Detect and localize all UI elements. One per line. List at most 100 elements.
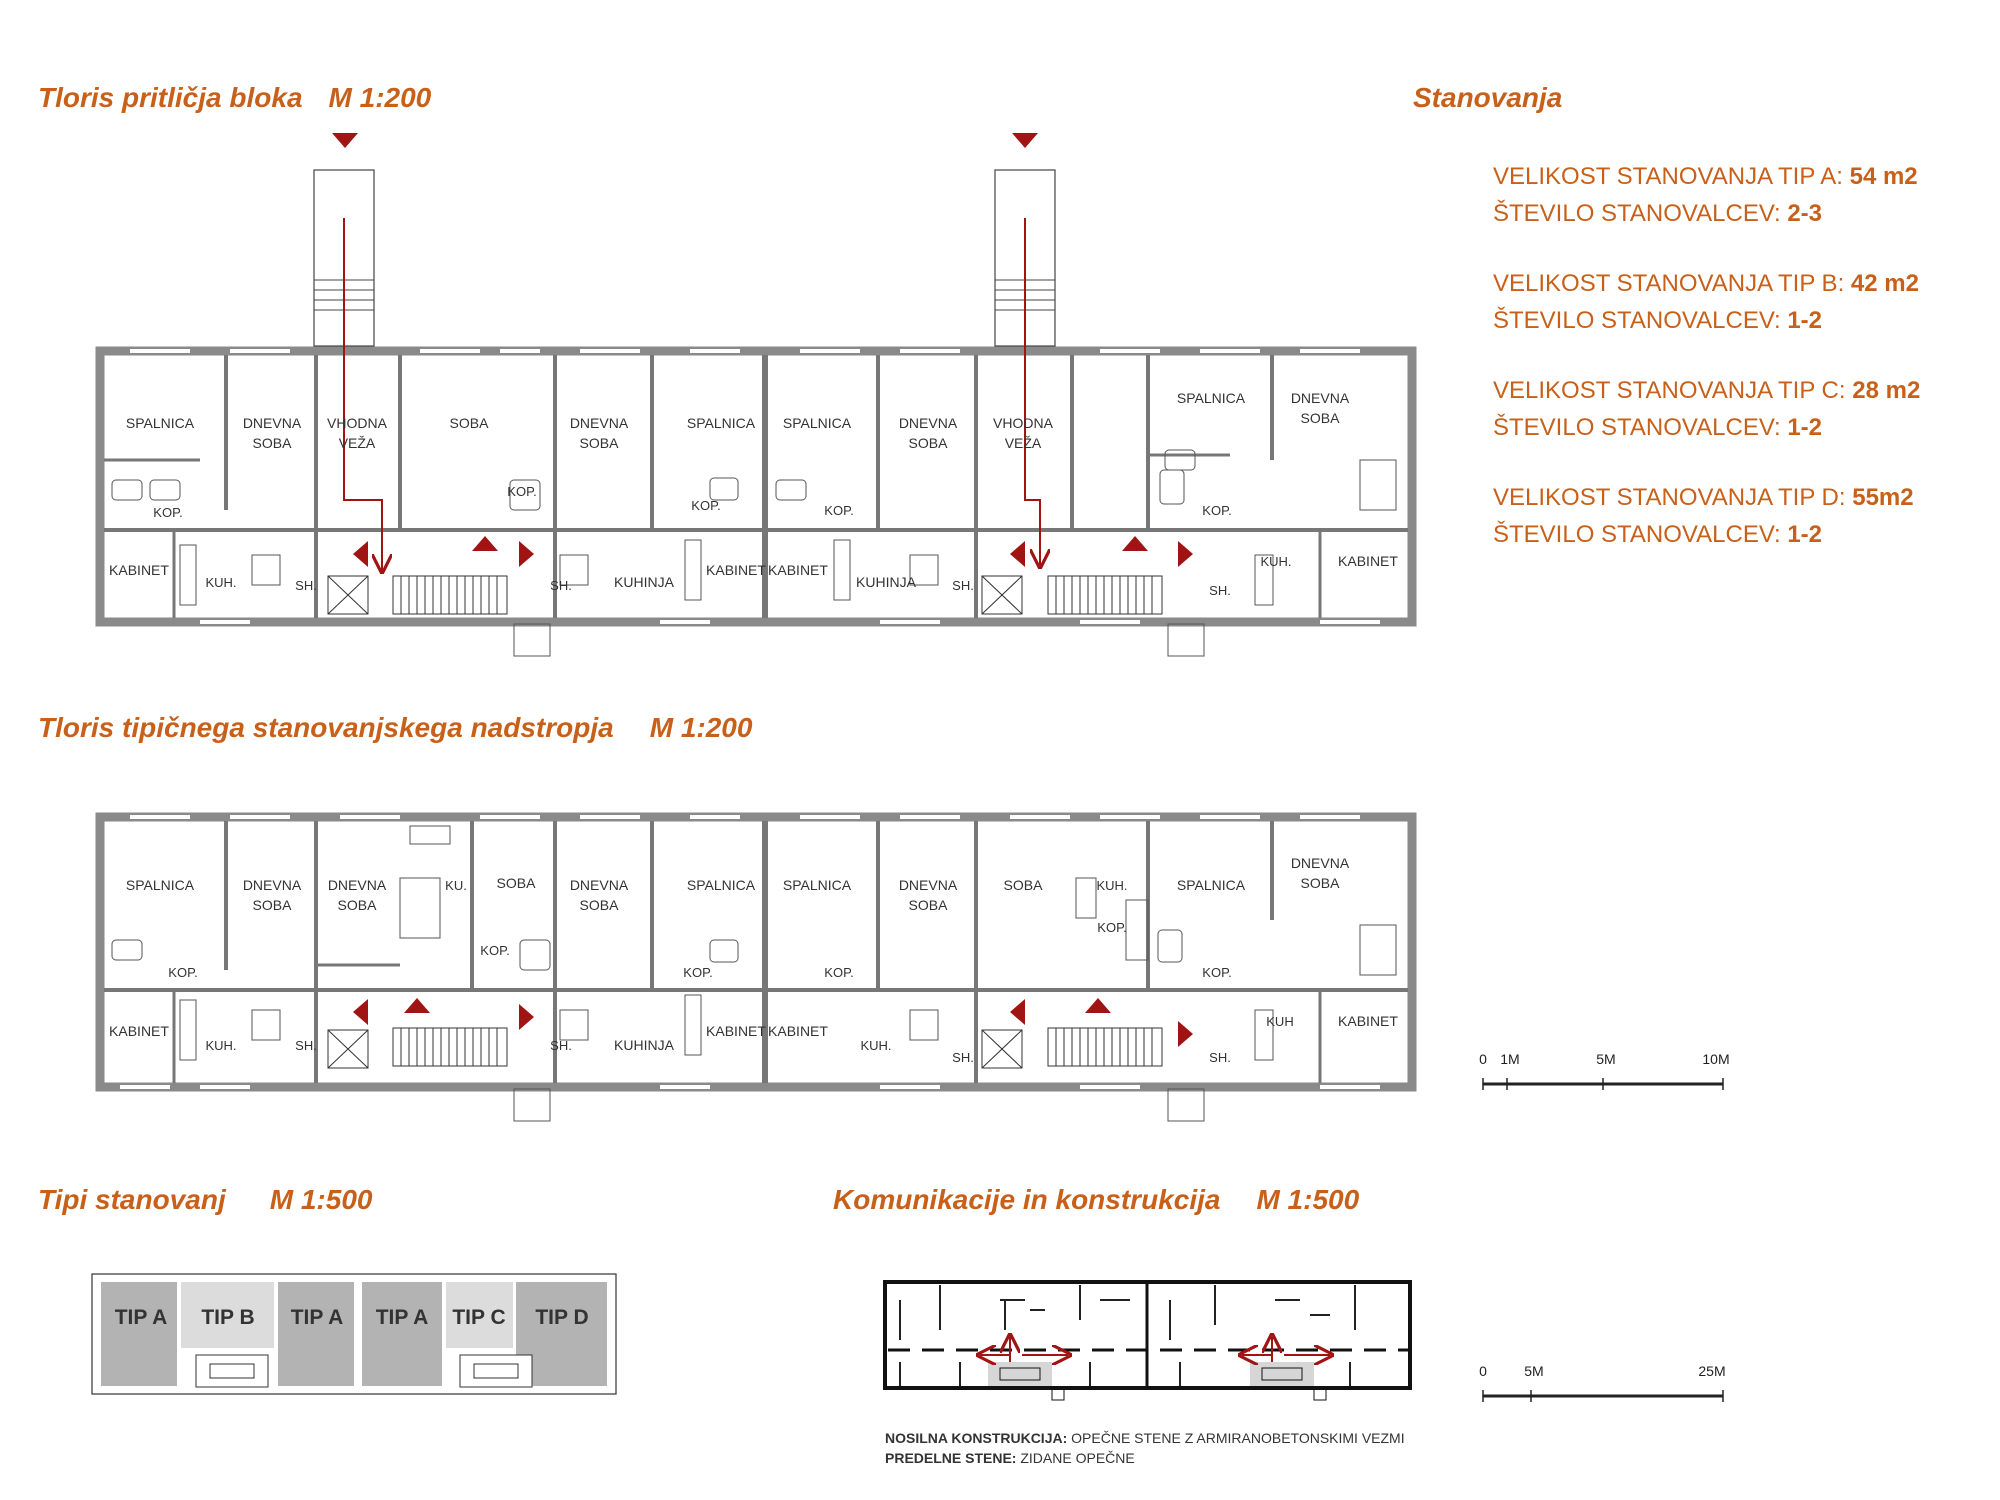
typical-floor-heading: Tloris tipičnega stanovanjskega nadstrop… <box>38 712 753 743</box>
room-label: KUH <box>1266 1014 1293 1029</box>
room-label: DNEVNA <box>243 877 302 893</box>
room-label: DNEVNA <box>570 415 629 431</box>
room-label: KOP. <box>1097 920 1126 935</box>
scale-tick-label: 5M <box>1524 1363 1543 1379</box>
scale-bar-1m: 0 1M 5M 10M <box>1479 1051 1730 1090</box>
room-label: KOP. <box>683 965 712 980</box>
room-label: KOP. <box>480 943 509 958</box>
room-label: SOBA <box>1004 877 1044 893</box>
room-label: SPALNICA <box>126 415 195 431</box>
room-label: SH. <box>295 1038 317 1053</box>
room-label: SPALNICA <box>783 877 852 893</box>
ground-outer-wall <box>95 346 1417 627</box>
scale-bar-5m: 0 5M 25M <box>1479 1363 1726 1402</box>
stat-type-d: VELIKOST STANOVANJA TIP D: 55m2 ŠTEVILO … <box>1493 484 1914 548</box>
room-label: KUH. <box>1096 878 1127 893</box>
type-label-c: TIP C <box>452 1306 505 1329</box>
typical-floor-plan <box>95 812 1417 1122</box>
room-label: SPALNICA <box>687 877 756 893</box>
room-label: KOP. <box>168 965 197 980</box>
room-label: VHODNA <box>327 415 388 431</box>
construction-notes: NOSILNA KONSTRUKCIJA: OPEČNE STENE Z ARM… <box>885 1430 1405 1466</box>
type-label-d: TIP D <box>535 1306 588 1329</box>
room-label: KABINET <box>706 562 766 578</box>
room-label: VEŽA <box>339 435 376 451</box>
room-label: DNEVNA <box>570 877 629 893</box>
room-label: DNEVNA <box>243 415 302 431</box>
room-label: SH. <box>1209 583 1231 598</box>
stat-type-c: VELIKOST STANOVANJA TIP C: 28 m2 ŠTEVILO… <box>1493 377 1921 441</box>
typical-porches <box>513 1088 1205 1122</box>
scale-tick-label: 1M <box>1500 1051 1519 1067</box>
room-label: SH. <box>952 578 974 593</box>
ground-room-labels: SPALNICA DNEVNA SOBA VHODNA VEŽA SOBA DN… <box>109 390 1398 598</box>
room-label: SOBA <box>909 897 949 913</box>
room-label: KUHINJA <box>856 574 917 590</box>
room-label: SOBA <box>1301 875 1341 891</box>
type-label-a: TIP A <box>291 1306 344 1329</box>
room-label: SOBA <box>497 875 537 891</box>
room-label: KUH. <box>205 1038 236 1053</box>
entry-marker-2 <box>1012 133 1038 148</box>
room-label: KABINET <box>109 562 169 578</box>
room-label: KUH. <box>860 1038 891 1053</box>
room-label: SH. <box>1209 1050 1231 1065</box>
room-label: KABINET <box>1338 1013 1398 1029</box>
entry-marker-1 <box>332 133 358 148</box>
room-label: KOP. <box>824 965 853 980</box>
typical-furniture <box>111 825 1397 1061</box>
ground-floor-plan <box>95 169 1417 657</box>
room-label: SH. <box>550 578 572 593</box>
room-label: SOBA <box>338 897 378 913</box>
stat-type-b: VELIKOST STANOVANJA TIP B: 42 m2 ŠTEVILO… <box>1493 270 1919 334</box>
room-label: SPALNICA <box>1177 877 1246 893</box>
room-label: SOBA <box>909 435 949 451</box>
room-label: KUHINJA <box>614 574 675 590</box>
room-label: KUHINJA <box>614 1037 675 1053</box>
scale-tick-label: 5M <box>1596 1051 1615 1067</box>
room-label: KUH. <box>1260 554 1291 569</box>
communications-circulation-arrows <box>980 1337 1330 1362</box>
scale-tick-label: 0 <box>1479 1363 1487 1379</box>
scale-tick-label: 25M <box>1698 1363 1725 1379</box>
room-label: SOBA <box>580 897 620 913</box>
typical-outer-wall <box>95 812 1417 1092</box>
room-label: SPALNICA <box>126 877 195 893</box>
typical-room-labels: SPALNICA DNEVNA SOBA DNEVNA SOBA KU. SOB… <box>109 855 1398 1065</box>
room-label: KOP. <box>507 484 536 499</box>
room-label: KU. <box>445 878 467 893</box>
room-label: KABINET <box>768 562 828 578</box>
ground-furniture <box>111 449 1397 606</box>
room-label: SOBA <box>580 435 620 451</box>
typical-stairs <box>327 1027 1163 1069</box>
room-label: SOBA <box>1301 410 1341 426</box>
room-label: KUH. <box>205 575 236 590</box>
ground-stairs <box>327 575 1163 615</box>
room-label: KOP. <box>153 505 182 520</box>
apartments-heading: Stanovanja <box>1413 82 1563 113</box>
ground-direction-markers <box>332 133 1193 567</box>
types-diagram: TIP A TIP B TIP A TIP A TIP C TIP D <box>91 1273 617 1395</box>
ground-stair-treads <box>400 576 1153 614</box>
room-label: SH. <box>295 578 317 593</box>
ground-entry-routes <box>343 218 1040 570</box>
apartment-stats: VELIKOST STANOVANJA TIP A: 54 m2 ŠTEVILO… <box>1493 158 1920 586</box>
room-label: SOBA <box>253 897 293 913</box>
typical-windows <box>120 815 1380 1089</box>
room-label: SH. <box>550 1038 572 1053</box>
room-label: DNEVNA <box>328 877 387 893</box>
room-label: KABINET <box>768 1023 828 1039</box>
entry-stair-tower-treads <box>314 279 1055 311</box>
stat-type-a: VELIKOST STANOVANJA TIP A: 54 m2 ŠTEVILO… <box>1493 163 1918 227</box>
room-label: SPALNICA <box>1177 390 1246 406</box>
room-label: DNEVNA <box>899 877 958 893</box>
room-label: SH. <box>952 1050 974 1065</box>
communications-diagram <box>883 1280 1412 1401</box>
room-label: VEŽA <box>1005 435 1042 451</box>
room-label: KOP. <box>691 498 720 513</box>
room-label: SPALNICA <box>687 415 756 431</box>
